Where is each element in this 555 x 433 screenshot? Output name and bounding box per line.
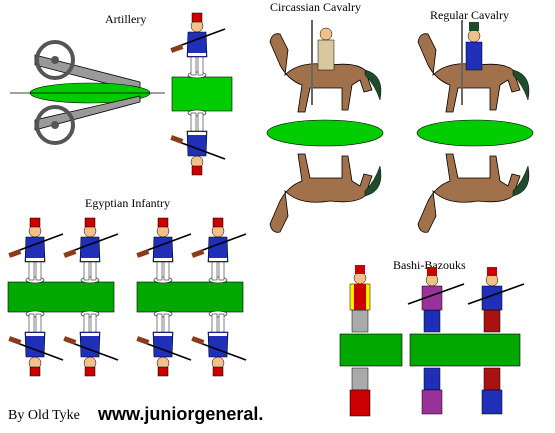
regular-cavalry-base (416, 119, 534, 147)
site-link[interactable]: www.juniorgeneral. (98, 404, 264, 424)
bashi-base-left (339, 333, 403, 367)
infantry-base-left (7, 281, 115, 313)
artillery-label: Artillery (105, 12, 147, 26)
gunner-figure-bottom (170, 110, 225, 175)
cannon-bottom (34, 95, 141, 145)
gunner-base (171, 76, 233, 112)
circassian-base (266, 119, 384, 147)
infantry-base-right (136, 281, 244, 313)
bashi-bazouks-label: Bashi-Bazouks (393, 258, 466, 272)
circassian-horse-bottom (269, 153, 382, 233)
bashi-figures (349, 265, 525, 417)
egyptian-infantry-label: Egyptian Infantry (85, 196, 170, 210)
regular-horse-bottom (417, 153, 530, 233)
bashi-base-right (409, 333, 521, 367)
credit-text: By Old Tyke (8, 408, 80, 423)
circassian-cavalry-label: Circassian Cavalry (270, 0, 361, 14)
gunner-figure-top (169, 12, 226, 79)
regular-cavalry-label: Regular Cavalry (430, 8, 509, 22)
